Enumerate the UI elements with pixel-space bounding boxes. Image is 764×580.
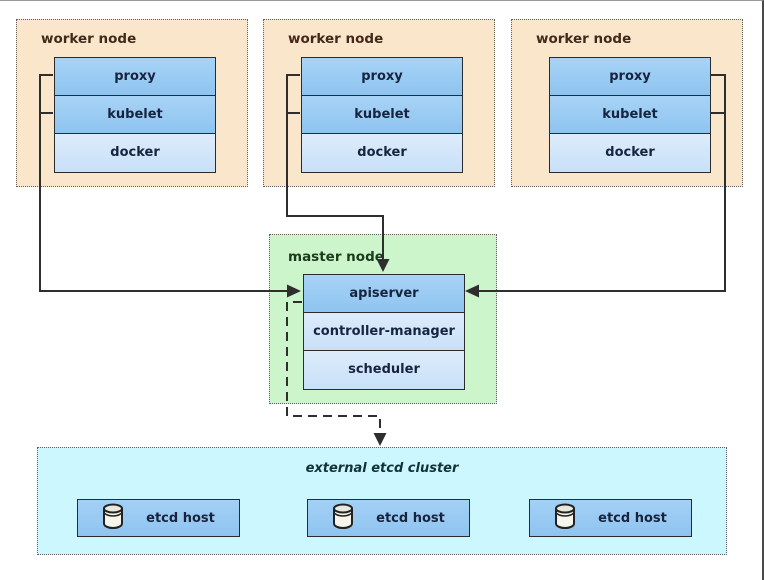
worker-node-2: worker node proxy kubelet docker — [263, 19, 495, 187]
master-component-stack: apiserver controller-manager scheduler — [303, 274, 465, 390]
worker-node-title: worker node — [536, 31, 632, 47]
etcd-host-label: etcd host — [146, 510, 215, 526]
arrowhead-into-etcd-cluster — [373, 433, 387, 446]
docker-box: docker — [55, 134, 215, 172]
database-icon — [102, 503, 124, 534]
worker-node-title: worker node — [288, 31, 384, 47]
docker-box: docker — [302, 134, 462, 172]
etcd-host-label: etcd host — [598, 510, 667, 526]
apiserver-box: apiserver — [304, 275, 464, 313]
proxy-box: proxy — [55, 58, 215, 96]
database-icon — [332, 503, 354, 534]
worker-component-stack: proxy kubelet docker — [549, 57, 711, 173]
scheduler-box: scheduler — [304, 351, 464, 389]
proxy-box: proxy — [550, 58, 710, 96]
docker-box: docker — [550, 134, 710, 172]
worker-node-title: worker node — [41, 31, 137, 47]
kubelet-box: kubelet — [550, 96, 710, 134]
etcd-host-3: etcd host — [529, 499, 692, 537]
etcd-host-1: etcd host — [77, 499, 240, 537]
external-etcd-cluster: external etcd cluster etcd host etcd hos… — [37, 447, 727, 555]
worker-component-stack: proxy kubelet docker — [54, 57, 216, 173]
controller-manager-box: controller-manager — [304, 313, 464, 351]
etcd-host-2: etcd host — [307, 499, 470, 537]
worker-node-1: worker node proxy kubelet docker — [16, 19, 248, 187]
etcd-cluster-title: external etcd cluster — [305, 461, 459, 476]
worker-component-stack: proxy kubelet docker — [301, 57, 463, 173]
kubelet-box: kubelet — [302, 96, 462, 134]
kubelet-box: kubelet — [55, 96, 215, 134]
database-icon — [554, 503, 576, 534]
master-node: master node apiserver controller-manager… — [269, 234, 497, 404]
worker-node-3: worker node proxy kubelet docker — [511, 19, 743, 187]
master-node-title: master node — [288, 249, 384, 265]
proxy-box: proxy — [302, 58, 462, 96]
etcd-host-label: etcd host — [376, 510, 445, 526]
